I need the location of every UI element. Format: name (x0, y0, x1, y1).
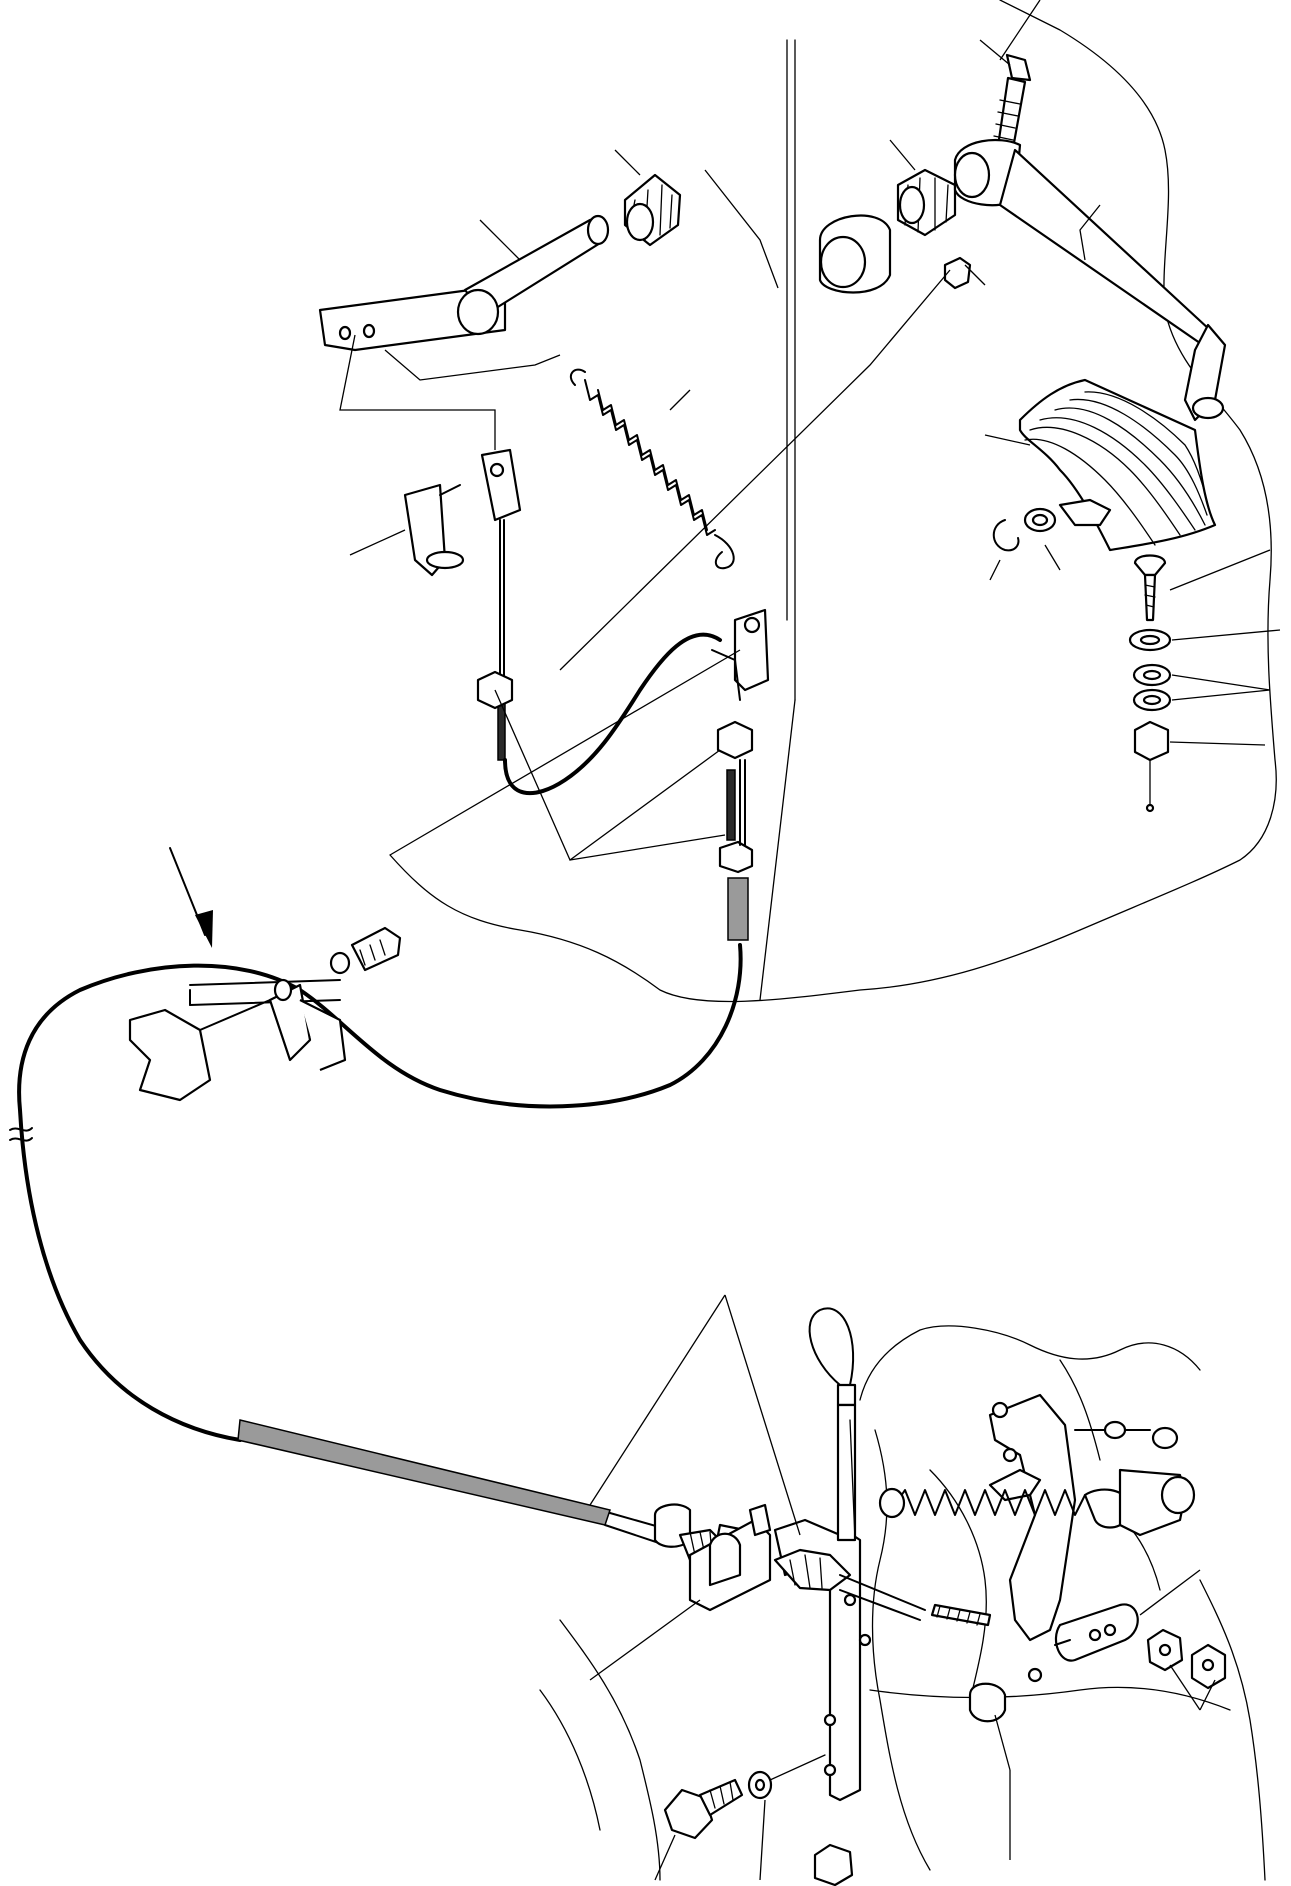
grease-nipple (943, 256, 972, 290)
cap-nut (968, 1682, 1007, 1723)
cab-floor-outline (389, 0, 1277, 1003)
throttle-cable (17, 943, 743, 1546)
cable-break-marks (9, 1127, 33, 1142)
cable-loop-upper (503, 632, 749, 941)
dipstick (808, 1307, 857, 1542)
foot-pad (1018, 378, 1217, 552)
bottom-bolt-head (813, 1843, 854, 1886)
pump-spring (878, 1487, 1127, 1529)
accelerator-pedal-arm (953, 138, 1227, 422)
washers (1128, 628, 1172, 712)
pedal-pad-screw (1133, 554, 1167, 622)
bushing-right (896, 168, 957, 237)
cable-end-rod (773, 1548, 926, 1621)
cable-clamp (128, 926, 402, 1102)
mounting-bracket (688, 1503, 872, 1802)
cable-bracket (711, 608, 770, 701)
lock-nut (1133, 720, 1170, 813)
cable-clevis (480, 448, 522, 761)
circlip (992, 498, 1112, 552)
injection-pump-lever (988, 1393, 1077, 1683)
cable-nuts (476, 670, 754, 874)
leader-lines (339, 0, 1281, 1881)
pedal-lever (318, 214, 610, 352)
clevis-pin (1054, 1603, 1139, 1662)
bracket-bolt (663, 1754, 826, 1840)
pump-nuts (1146, 1628, 1227, 1690)
pump-linkage-rod (1074, 1420, 1196, 1537)
threaded-stud (930, 1603, 992, 1627)
sleeve-bearing (818, 214, 892, 294)
cable-clip (403, 483, 465, 577)
return-spring (569, 368, 735, 570)
bushing-left (623, 173, 682, 247)
arrow-indicator (169, 847, 213, 948)
